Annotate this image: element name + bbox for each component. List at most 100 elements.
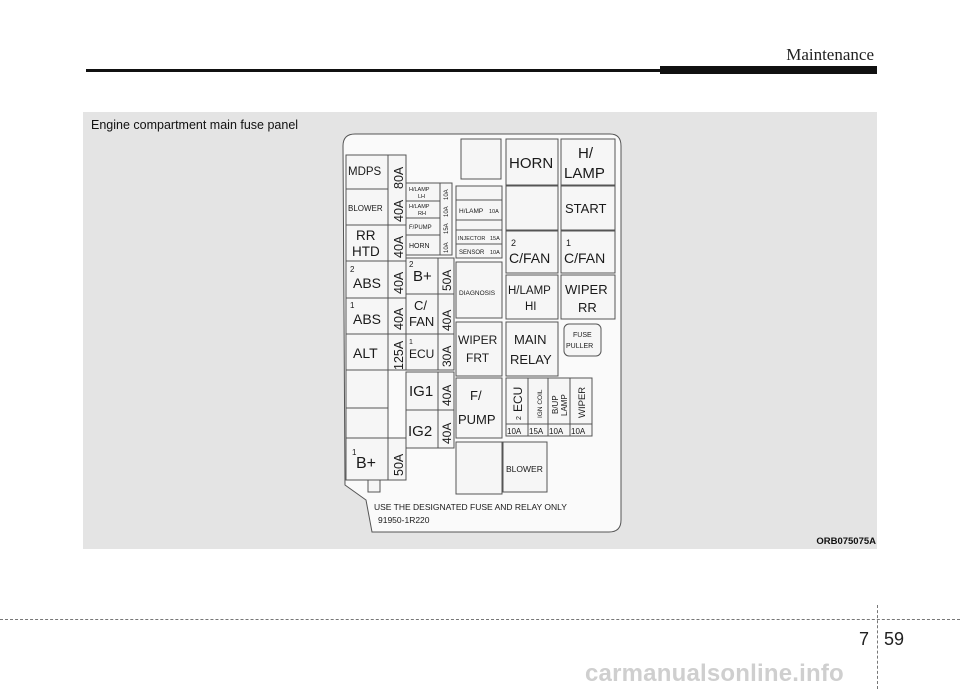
spare-fuse-1: [345, 369, 389, 409]
wiper-rr-relay: [560, 274, 616, 320]
hlamp-rh-line1: H/LAMP: [409, 204, 430, 210]
abs1-label: ABS: [353, 311, 381, 327]
sensor-label: SENSOR: [459, 250, 485, 256]
ecu1-amp: 30A: [440, 346, 454, 367]
sensor-amp: 10A: [490, 250, 500, 256]
rr-label: RR: [356, 228, 376, 243]
start-relay: [560, 185, 616, 231]
main-relay-line1: MAIN: [514, 332, 547, 347]
mdps-fuse: [345, 154, 389, 190]
hlamp-relay-line1: H/: [578, 145, 594, 162]
cfan-line2: FAN: [409, 314, 434, 329]
middle-fuse-column: 2 B+ 50A C/ FAN 40A 1 ECU 30A IG1 40A IG…: [405, 257, 455, 449]
ig2-amp: 40A: [440, 423, 454, 444]
cfan1-label: C/FAN: [564, 250, 605, 266]
puller-line2: PULLER: [566, 343, 593, 350]
hlamp-relay: [560, 138, 616, 186]
small-fuse-block: H/LAMP 10A INJECTOR 15A SENSOR 10A DIAGN…: [455, 138, 503, 319]
horn-mini-label: HORN: [409, 243, 430, 250]
header-tab: [660, 66, 877, 74]
wiper-frt-line1: WIPER: [458, 333, 498, 347]
ecu2-sup: 2: [516, 416, 523, 420]
hlamp-hi-line1: H/LAMP: [508, 285, 551, 297]
ig1-amp: 40A: [440, 385, 454, 406]
htd-label: HTD: [352, 244, 380, 259]
amp-40a-1: 40A: [392, 199, 406, 222]
figure-caption: Engine compartment main fuse panel: [91, 118, 299, 132]
blower-relay-label: BLOWER: [506, 464, 543, 474]
mdps-label: MDPS: [348, 166, 382, 178]
header-rule: [86, 69, 660, 72]
ecu1-label: ECU: [409, 347, 434, 361]
cfan1-sup: 1: [566, 238, 571, 248]
cfan2-label: C/FAN: [509, 250, 550, 266]
abs2-sup: 2: [350, 265, 355, 274]
bup-line2: LAMP: [560, 394, 569, 416]
amp-40a-3: 40A: [392, 271, 406, 294]
abs1-fuse: [345, 297, 389, 335]
bplus1-label: B+: [356, 455, 376, 472]
ig1-label: IG1: [409, 383, 433, 400]
bottom-blank-slot: [455, 441, 503, 495]
puller-line1: FUSE: [573, 332, 592, 339]
wiper-vert-amp: 10A: [571, 427, 586, 436]
abs2-label: ABS: [353, 275, 381, 291]
amp-50a: 50A: [392, 453, 406, 476]
injector-amp: 15A: [490, 236, 500, 242]
fpump-relay-line1: F/: [470, 388, 482, 403]
footer-vertical-divider: [877, 605, 878, 689]
abs1-sup: 1: [350, 301, 355, 310]
bup-amp: 10A: [549, 427, 564, 436]
wiper-vert-label: WIPER: [577, 387, 588, 418]
abs2-fuse: [345, 260, 389, 299]
blower-fuse: [345, 188, 389, 226]
spare-fuse-2: [345, 407, 389, 439]
top-blank-slot: [460, 138, 502, 180]
igncoil-label: IGN COIL: [537, 389, 544, 418]
alt-label: ALT: [353, 345, 378, 361]
left-amp-strip: 80A 40A 40A 40A 40A 125A 50A: [387, 154, 407, 481]
ecu2-amp: 10A: [507, 427, 522, 436]
hlamp-rh-amp: 10A: [444, 206, 450, 217]
fuse-puller: [563, 323, 602, 357]
wiper-frt-relay: [455, 321, 503, 377]
amp-40a-2: 40A: [392, 235, 406, 258]
igncoil-amp: 15A: [529, 427, 544, 436]
left-fuse-column: MDPS BLOWER RR HTD 2 ABS 1 ABS ALT 1 B+: [345, 154, 389, 493]
cfan2-relay: [505, 230, 559, 274]
chapter-number: 7: [859, 629, 870, 649]
hlamp-relay-line2: LAMP: [564, 165, 605, 182]
vertical-fuse-block: 2 ECU 10A IGN COIL 15A B/UP LAMP 10A WIP…: [505, 377, 593, 437]
bplus2-amp: 50A: [440, 270, 454, 291]
main-relay: [505, 321, 559, 377]
page-number: 59: [884, 629, 905, 649]
diagnosis-box: [455, 261, 503, 319]
injector-label: INJECTOR: [458, 236, 485, 242]
bplus1-sup: 1: [352, 448, 357, 457]
fpump-mini-label: F/PUMP: [409, 225, 432, 231]
hlamp-lh-line1: H/LAMP: [409, 187, 430, 193]
hlamp-lh-line2: LH: [418, 194, 425, 200]
figure-code: ORB075075A: [816, 536, 876, 547]
section-title: Maintenance: [786, 45, 874, 64]
horn-relay-label: HORN: [509, 155, 553, 172]
panel-footer-line1: USE THE DESIGNATED FUSE AND RELAY ONLY: [374, 502, 567, 512]
ecu2-label: ECU: [511, 387, 525, 412]
fpump-mini-amp: 15A: [444, 223, 450, 234]
horn-mini-amp: 10A: [444, 242, 450, 253]
ecu1-sup: 1: [409, 339, 413, 346]
amp-125a: 125A: [392, 340, 406, 370]
amp-40a-4: 40A: [392, 307, 406, 330]
cfan2-sup: 2: [511, 238, 516, 248]
blower-relay: [502, 441, 548, 493]
ig2-label: IG2: [408, 423, 432, 440]
bplus2-label: B+: [413, 268, 432, 285]
hlamp-lh-amp: 10A: [444, 189, 450, 200]
hlamp-small-amp: 10A: [489, 209, 499, 215]
watermark: carmanualsonline.info: [585, 660, 844, 687]
panel-footer-line2: 91950-1R220: [378, 515, 430, 525]
hlamp-hi-relay: [505, 274, 559, 320]
bup-line1: B/UP: [551, 395, 560, 414]
